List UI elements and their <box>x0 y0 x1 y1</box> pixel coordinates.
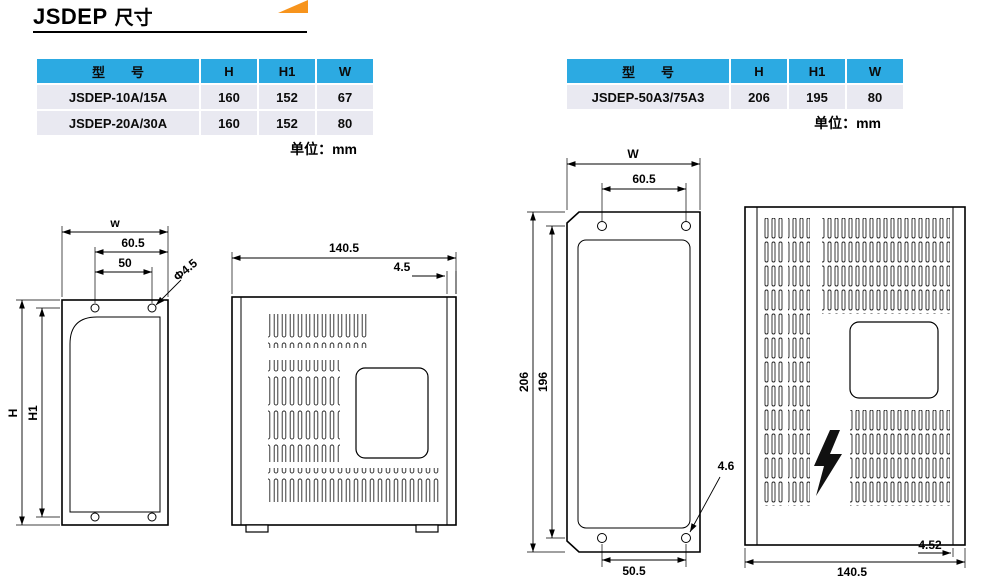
dim-label-width: W <box>627 147 639 161</box>
label-window <box>849 321 939 399</box>
cell-h1: 195 <box>787 83 847 111</box>
drive-body-outline <box>61 299 169 526</box>
front-panel-outline <box>577 239 691 529</box>
cell-h1: 152 <box>257 109 317 137</box>
dimension-table-left: 型 号 H H1 W JSDEP-10A/15A 160 152 67 JSDE… <box>35 57 375 137</box>
table-header-row: 型 号 H H1 W <box>565 57 905 85</box>
high-voltage-warning-icon <box>814 430 842 496</box>
header-model: 型 号 <box>35 57 201 85</box>
drawing-side-view-large: 140.5 4.52 <box>744 206 966 579</box>
page-title-en: JSDEP <box>33 4 108 29</box>
mounting-hole <box>147 512 157 522</box>
table-header-row: 型 号 H H1 W <box>35 57 375 85</box>
dim-label-206: 206 <box>517 372 531 392</box>
vent-slots <box>850 410 950 506</box>
dim-label-60-5: 60.5 <box>632 172 656 186</box>
page-title: JSDEP 尺寸 <box>33 3 153 30</box>
dim-label-50-5: 50.5 <box>622 564 646 578</box>
unit-label-right: 单位：mm <box>814 115 881 131</box>
cell-h: 160 <box>199 109 259 137</box>
cell-w: 80 <box>315 109 375 137</box>
front-panel-outline <box>69 316 161 513</box>
vent-slots <box>268 360 340 462</box>
dim-label-60-5: 60.5 <box>121 236 145 250</box>
cell-w: 80 <box>845 83 905 111</box>
cell-h1: 152 <box>257 83 317 111</box>
vent-slots <box>788 218 810 506</box>
dim-label-depth: 140.5 <box>329 241 359 255</box>
mounting-hole <box>90 303 100 313</box>
vent-slots <box>268 468 440 502</box>
header-h: H <box>199 57 259 85</box>
drawing-front-view-large: W 60.5 206 196 4.6 50.5 <box>517 147 735 578</box>
cell-model: JSDEP-50A3/75A3 <box>565 83 731 111</box>
label-window <box>355 367 429 459</box>
dim-label-depth: 140.5 <box>837 565 867 579</box>
mounting-hole <box>597 221 607 231</box>
vent-slots <box>762 218 784 506</box>
leader-line <box>155 279 182 306</box>
table-row: JSDEP-10A/15A 160 152 67 <box>35 83 375 111</box>
leader-line <box>689 476 721 533</box>
cell-model: JSDEP-20A/30A <box>35 109 201 137</box>
header-h1: H1 <box>787 57 847 85</box>
logo-fragment-icon <box>278 0 308 13</box>
mounting-hole <box>681 533 691 543</box>
drawing-side-view-small: 140.5 4.5 <box>231 241 457 533</box>
cell-h: 206 <box>729 83 789 111</box>
dim-label-hole-dia: Φ4.5 <box>171 256 201 284</box>
vent-slots <box>822 218 950 314</box>
cell-h: 160 <box>199 83 259 111</box>
mounting-hole <box>597 533 607 543</box>
title-underline <box>33 31 307 33</box>
dim-label-width: w <box>109 216 120 230</box>
mounting-hole <box>681 221 691 231</box>
dim-label-hole-dia: 4.6 <box>718 459 735 473</box>
dim-label-H1: H1 <box>26 405 40 421</box>
dim-label-H: H <box>6 409 20 418</box>
page-title-cn: 尺寸 <box>114 8 153 29</box>
table-row: JSDEP-20A/30A 160 152 80 <box>35 109 375 137</box>
header-h: H <box>729 57 789 85</box>
vent-slots <box>268 314 368 348</box>
mounting-hole <box>90 512 100 522</box>
dim-label-50: 50 <box>118 256 132 270</box>
mounting-foot <box>415 524 439 533</box>
cell-model: JSDEP-10A/15A <box>35 83 201 111</box>
header-w: W <box>315 57 375 85</box>
table-row: JSDEP-50A3/75A3 206 195 80 <box>565 83 905 111</box>
header-model: 型 号 <box>565 57 731 85</box>
drive-body-outline <box>566 211 701 553</box>
unit-label-left: 单位：mm <box>290 141 357 157</box>
dimension-table-right: 型 号 H H1 W JSDEP-50A3/75A3 206 195 80 <box>565 57 905 111</box>
mounting-hole <box>147 303 157 313</box>
header-h1: H1 <box>257 57 317 85</box>
dim-label-plate-thickness: 4.5 <box>394 260 411 274</box>
mounting-foot <box>245 524 269 533</box>
dim-label-196: 196 <box>536 372 550 392</box>
drawing-front-view-small: w 60.5 50 Φ4.5 H H1 <box>6 216 201 526</box>
header-w: W <box>845 57 905 85</box>
cell-w: 67 <box>315 83 375 111</box>
dim-label-plate-thickness: 4.52 <box>918 538 942 552</box>
